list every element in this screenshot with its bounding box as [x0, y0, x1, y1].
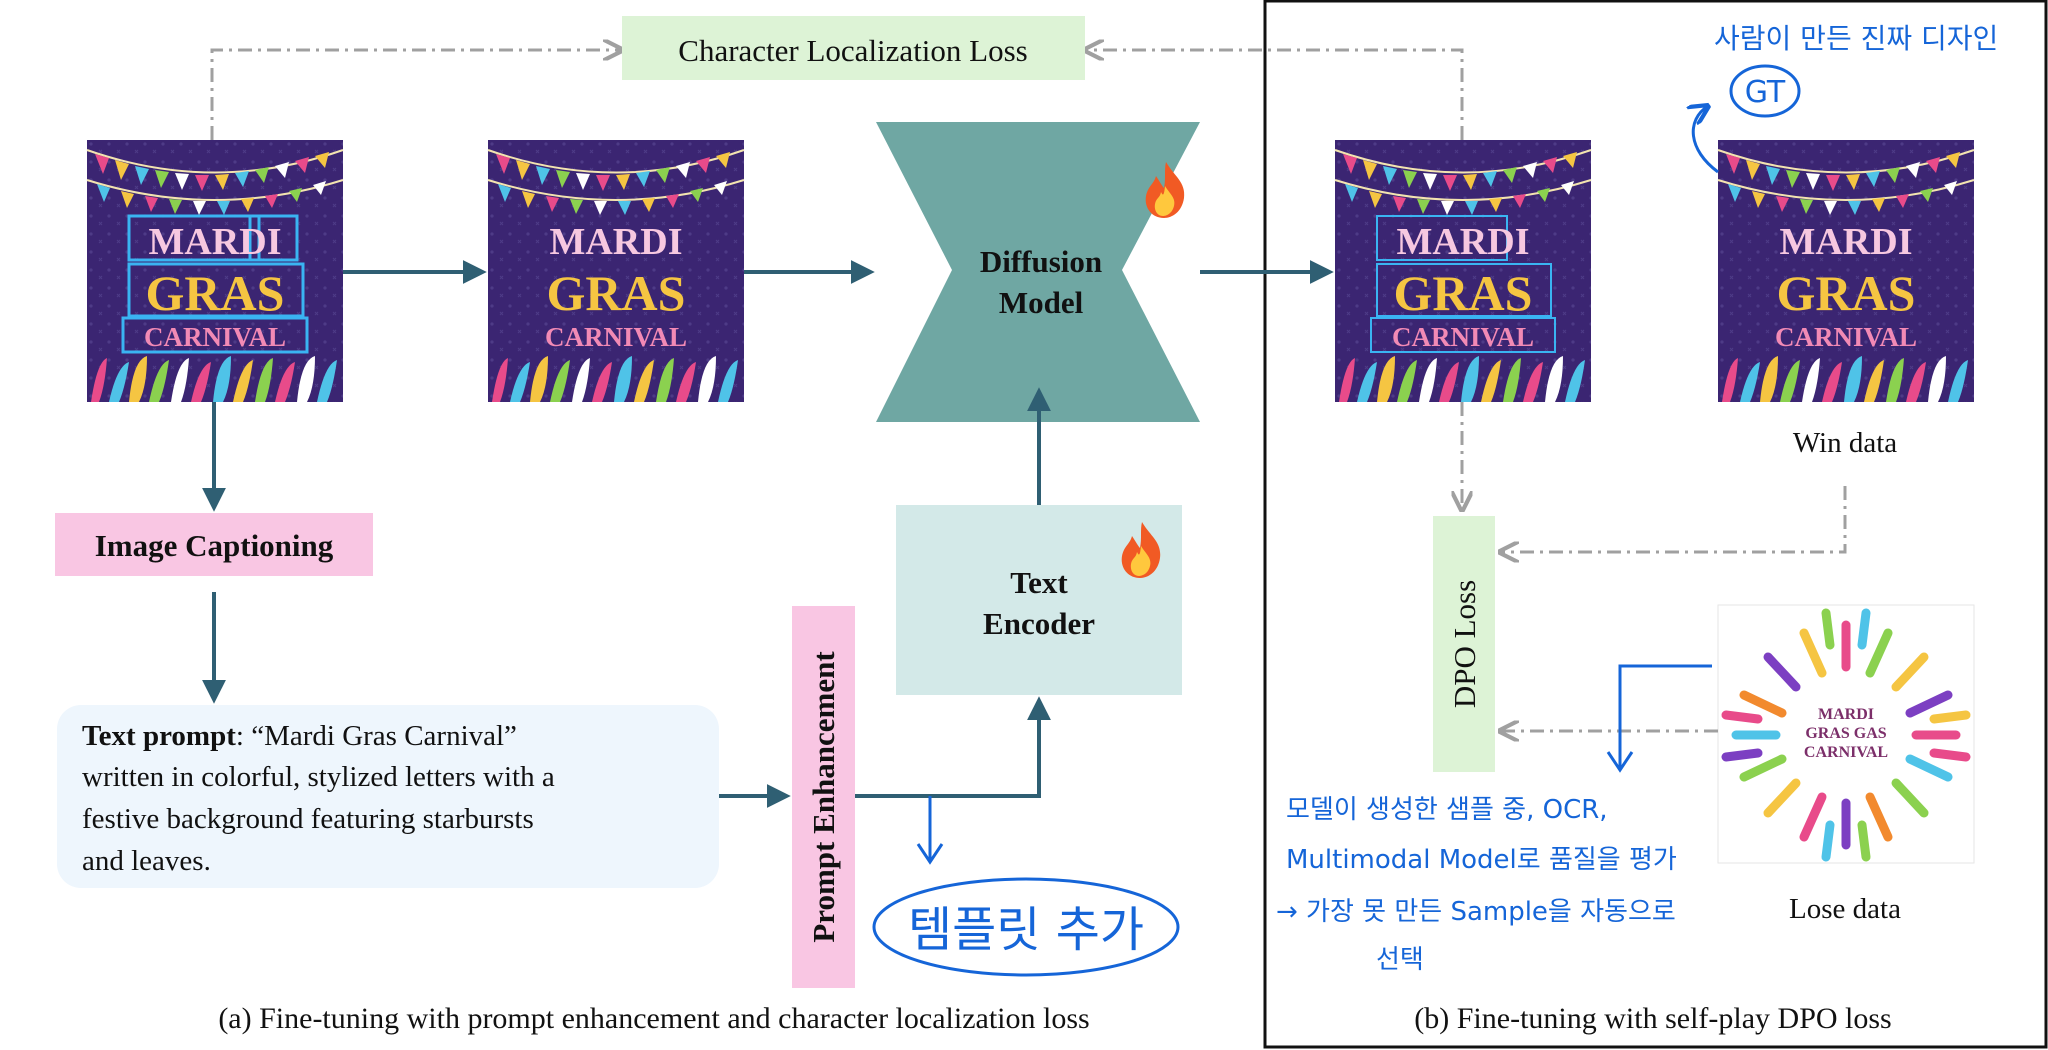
svg-text:CARNIVAL: CARNIVAL: [545, 322, 687, 352]
ocr-arrow: [1606, 664, 1712, 773]
caption-b: (b) Fine-tuning with self-play DPO loss: [1414, 1002, 1891, 1035]
diffusion-model-label-line1: Diffusion: [980, 244, 1102, 279]
poster-win: MARDI GRAS CARNIVAL: [1717, 140, 1975, 402]
prompt-enhancement-label: Prompt Enhancement: [806, 651, 841, 943]
svg-text:GRAS: GRAS: [146, 265, 285, 321]
gt-label: GT: [1745, 75, 1786, 110]
text-prompt-box: [57, 705, 719, 888]
image-captioning-label: Image Captioning: [95, 528, 334, 563]
text-prompt-label: Text prompt: [82, 720, 236, 752]
lose-data-label: Lose data: [1789, 893, 1901, 925]
svg-text:MARDI: MARDI: [1780, 221, 1913, 263]
svg-text:MARDI: MARDI: [550, 221, 683, 263]
svg-text:CARNIVAL: CARNIVAL: [1804, 744, 1888, 761]
gt-circle: [1729, 64, 1801, 118]
win-data-label: Win data: [1793, 427, 1897, 459]
template-arrow: [916, 796, 944, 865]
diffusion-model-shape: [876, 122, 1200, 422]
ocr-note-line2: Multimodal Model로 품질을 평가: [1286, 845, 1677, 875]
image-captioning-box: [55, 513, 373, 576]
poster-generated: MARDI GRAS CARNIVAL: [1334, 140, 1592, 402]
loss-arrows-top: [210, 50, 1464, 140]
ocr-note-line3: → 가장 못 만든 Sample을 자동으로: [1276, 897, 1676, 927]
prompt-enhancement-box: [792, 606, 855, 988]
svg-text:MARDI: MARDI: [149, 221, 282, 263]
fire-icon: [1145, 162, 1185, 218]
text-prompt-line2: written in colorful, stylized letters wi…: [82, 761, 555, 793]
poster-target: MARDI GRAS CARNIVAL: [487, 140, 745, 402]
svg-text:MARDI: MARDI: [1397, 221, 1530, 263]
flow-arrows: [202, 260, 1334, 808]
svg-text:GRAS: GRAS: [547, 265, 686, 321]
poster-input: MARDI GRAS CARNIVAL: [86, 140, 344, 402]
text-prompt-line3: festive background featuring starbursts: [82, 803, 534, 835]
text-prompt-quote: : “Mardi Gras Carnival”: [236, 720, 517, 752]
text-encoder-label-line1: Text: [1010, 565, 1068, 600]
svg-text:GRAS: GRAS: [1777, 265, 1916, 321]
svg-text:GRAS: GRAS: [1394, 265, 1533, 321]
diffusion-model-label-line2: Model: [999, 285, 1084, 320]
svg-text:CARNIVAL: CARNIVAL: [1775, 322, 1917, 352]
caption-a: (a) Fine-tuning with prompt enhancement …: [218, 1002, 1089, 1035]
svg-text:GRAS GAS: GRAS GAS: [1805, 725, 1886, 742]
svg-text:CARNIVAL: CARNIVAL: [1392, 322, 1534, 352]
dpo-loss-box: [1433, 516, 1495, 772]
char-loc-loss-box: [622, 16, 1085, 80]
char-loc-loss-label: Character Localization Loss: [678, 33, 1027, 68]
text-prompt-line4: and leaves.: [82, 845, 211, 877]
text-encoder-label-line2: Encoder: [983, 606, 1095, 641]
dpo-arrows: [1462, 402, 1847, 731]
svg-text:CARNIVAL: CARNIVAL: [144, 322, 286, 352]
gt-note: 사람이 만든 진짜 디자인: [1714, 22, 1998, 55]
svg-text:MARDI: MARDI: [1818, 706, 1874, 723]
text-encoder-box: [896, 505, 1182, 695]
gt-arrow: [1693, 106, 1719, 174]
template-circle: [872, 877, 1180, 977]
fire-icon: [1121, 522, 1161, 578]
poster-lose: MARDI GRAS GAS CARNIVAL: [1717, 604, 1975, 864]
template-note: 템플릿 추가: [908, 902, 1144, 958]
panel-b-frame: [1263, 0, 2048, 1049]
dpo-loss-label: DPO Loss: [1447, 580, 1482, 708]
text-prompt-line1: Text prompt: “Mardi Gras Carnival”: [82, 720, 517, 752]
ocr-note-line1: 모델이 생성한 샘플 중, OCR,: [1286, 795, 1608, 825]
ocr-note-line4: 선택: [1376, 945, 1424, 975]
